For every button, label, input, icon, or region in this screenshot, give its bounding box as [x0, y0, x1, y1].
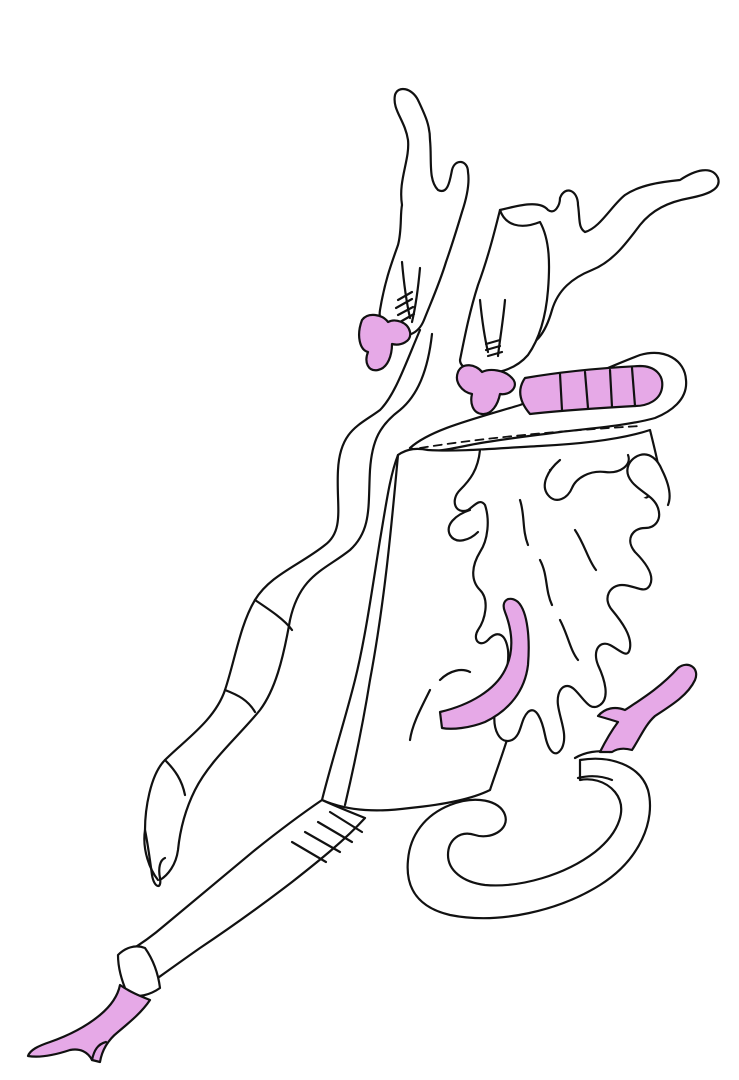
- boot-cuff: [116, 945, 162, 998]
- wavy-ribbon: [143, 328, 434, 882]
- left-glove-hatching: [394, 290, 416, 324]
- right-glove: [458, 208, 551, 374]
- right-glove-fingers: [478, 298, 507, 358]
- hat-band-stripes: [558, 366, 637, 412]
- sack-fold: [343, 453, 400, 807]
- boot-heel: [90, 1040, 108, 1062]
- ribbon-tail-drips: [143, 828, 167, 887]
- boot: [26, 983, 152, 1064]
- pink-tail: [438, 597, 530, 730]
- flame-top-tongue: [543, 453, 630, 501]
- ribbon-crease: [163, 598, 294, 797]
- right-tool-handle: [455, 364, 516, 416]
- hook-tail: [406, 757, 652, 920]
- trouser-stripes: [290, 810, 364, 864]
- left-tool-handle: [358, 313, 412, 372]
- left-glove-fingers: [400, 260, 422, 324]
- hook-tail-arrow: [596, 663, 698, 754]
- right-glove-hatching: [484, 338, 504, 358]
- flame-left-tongue: [447, 508, 480, 542]
- hat-band: [519, 364, 664, 416]
- hat-stitching: [419, 425, 641, 449]
- left-glove: [378, 87, 470, 337]
